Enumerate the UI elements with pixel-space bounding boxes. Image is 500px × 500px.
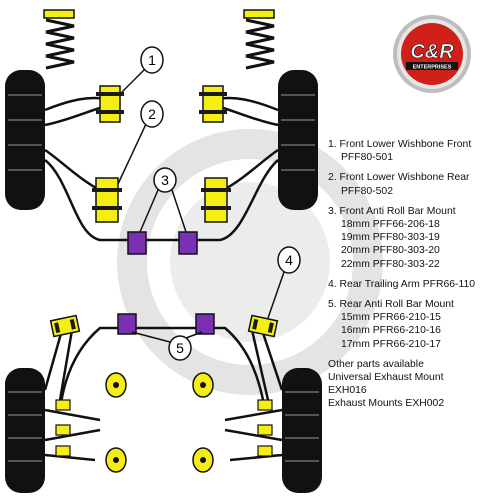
front-antiroll-mount-right — [178, 231, 198, 255]
legend-other-line: Universal Exhaust Mount — [328, 372, 444, 384]
logo-mark: C&R — [410, 41, 454, 63]
callout-2: 2 — [117, 100, 164, 185]
candr-logo: C&R ENTERPRISES — [393, 15, 471, 93]
legend-item-1: 1. Front Lower Wishbone Front PFF80-501 — [328, 138, 496, 164]
front-wishbone-rear-bush-right — [201, 177, 231, 223]
front-right-spring-top — [243, 9, 275, 19]
front-wishbone-front-bush-right — [199, 85, 227, 123]
rear-links — [43, 326, 284, 462]
front-right-tyre — [278, 70, 318, 210]
legend-item-line: PFF80-502 — [341, 185, 393, 197]
front-antiroll-mount-left — [127, 231, 147, 255]
rear-right-tyre — [282, 368, 322, 493]
front-wishbone-rear-bush-left — [92, 177, 122, 223]
legend-item-title: 1. Front Lower Wishbone Front — [328, 139, 472, 150]
rear-antiroll-mount-left — [117, 313, 137, 335]
callout-1: 1 — [121, 46, 164, 93]
legend-item-title: 5. Rear Anti Roll Bar Mount — [328, 299, 454, 311]
legend-item-4: 4. Rear Trailing Arm PFR66-110 — [328, 278, 496, 291]
legend-item-line: 19mm PFF80-303-19 — [341, 232, 440, 244]
callout-3-label: 3 — [161, 172, 169, 188]
callout-3: 3 — [139, 167, 187, 233]
parts-legend: 1. Front Lower Wishbone Front PFF80-501 … — [328, 138, 496, 411]
rear-link-bushes — [55, 399, 273, 457]
legend-item-line: 22mm PFF80-303-22 — [341, 258, 440, 270]
legend-item-title: 4. Rear Trailing Arm PFR66-110 — [328, 278, 476, 290]
rear-trailing-arm-bush-right — [247, 314, 279, 338]
callout-1-label: 1 — [148, 52, 156, 68]
rear-round-bushes — [105, 372, 214, 473]
legend-other-line: Exhaust Mounts EXH002 — [328, 398, 445, 410]
rear-left-tyre — [5, 368, 45, 493]
legend-item-2: 2. Front Lower Wishbone Rear PFF80-502 — [328, 171, 496, 197]
callout-5-label: 5 — [176, 340, 184, 356]
legend-other-parts: Other parts available Universal Exhaust … — [328, 358, 496, 411]
legend-item-line: 18mm PFF66-206-18 — [341, 219, 440, 231]
legend-other-line: Other parts available — [328, 358, 424, 370]
legend-item-5: 5. Rear Anti Roll Bar Mount 15mm PFR66-2… — [328, 298, 496, 351]
legend-item-title: 3. Front Anti Roll Bar Mount — [328, 205, 456, 217]
legend-item-line: 15mm PFR66-210-15 — [341, 312, 441, 324]
rear-antiroll-mount-right — [195, 313, 215, 335]
front-right-spring — [245, 18, 275, 70]
front-left-spring-top — [43, 9, 75, 19]
callout-4-label: 4 — [285, 252, 293, 268]
legend-item-line: 16mm PFR66-210-16 — [341, 325, 441, 337]
legend-item-line: 17mm PFR66-210-17 — [341, 338, 441, 350]
logo-subtitle: ENTERPRISES — [413, 65, 452, 71]
rear-trailing-arm-bush-left — [49, 314, 81, 338]
legend-item-title: 2. Front Lower Wishbone Rear — [328, 172, 470, 184]
legend-item-line: 20mm PFF80-303-20 — [341, 245, 440, 257]
callout-4: 4 — [267, 246, 301, 319]
front-wishbone-front-bush-left — [96, 85, 124, 123]
front-left-spring — [45, 18, 75, 70]
callout-5: 5 — [131, 331, 203, 361]
legend-other-line: EXH016 — [328, 385, 367, 397]
callout-2-label: 2 — [148, 106, 156, 122]
legend-item-3: 3. Front Anti Roll Bar Mount 18mm PFF66-… — [328, 205, 496, 271]
front-left-tyre — [5, 70, 45, 210]
legend-item-line: PFF80-501 — [341, 152, 393, 164]
